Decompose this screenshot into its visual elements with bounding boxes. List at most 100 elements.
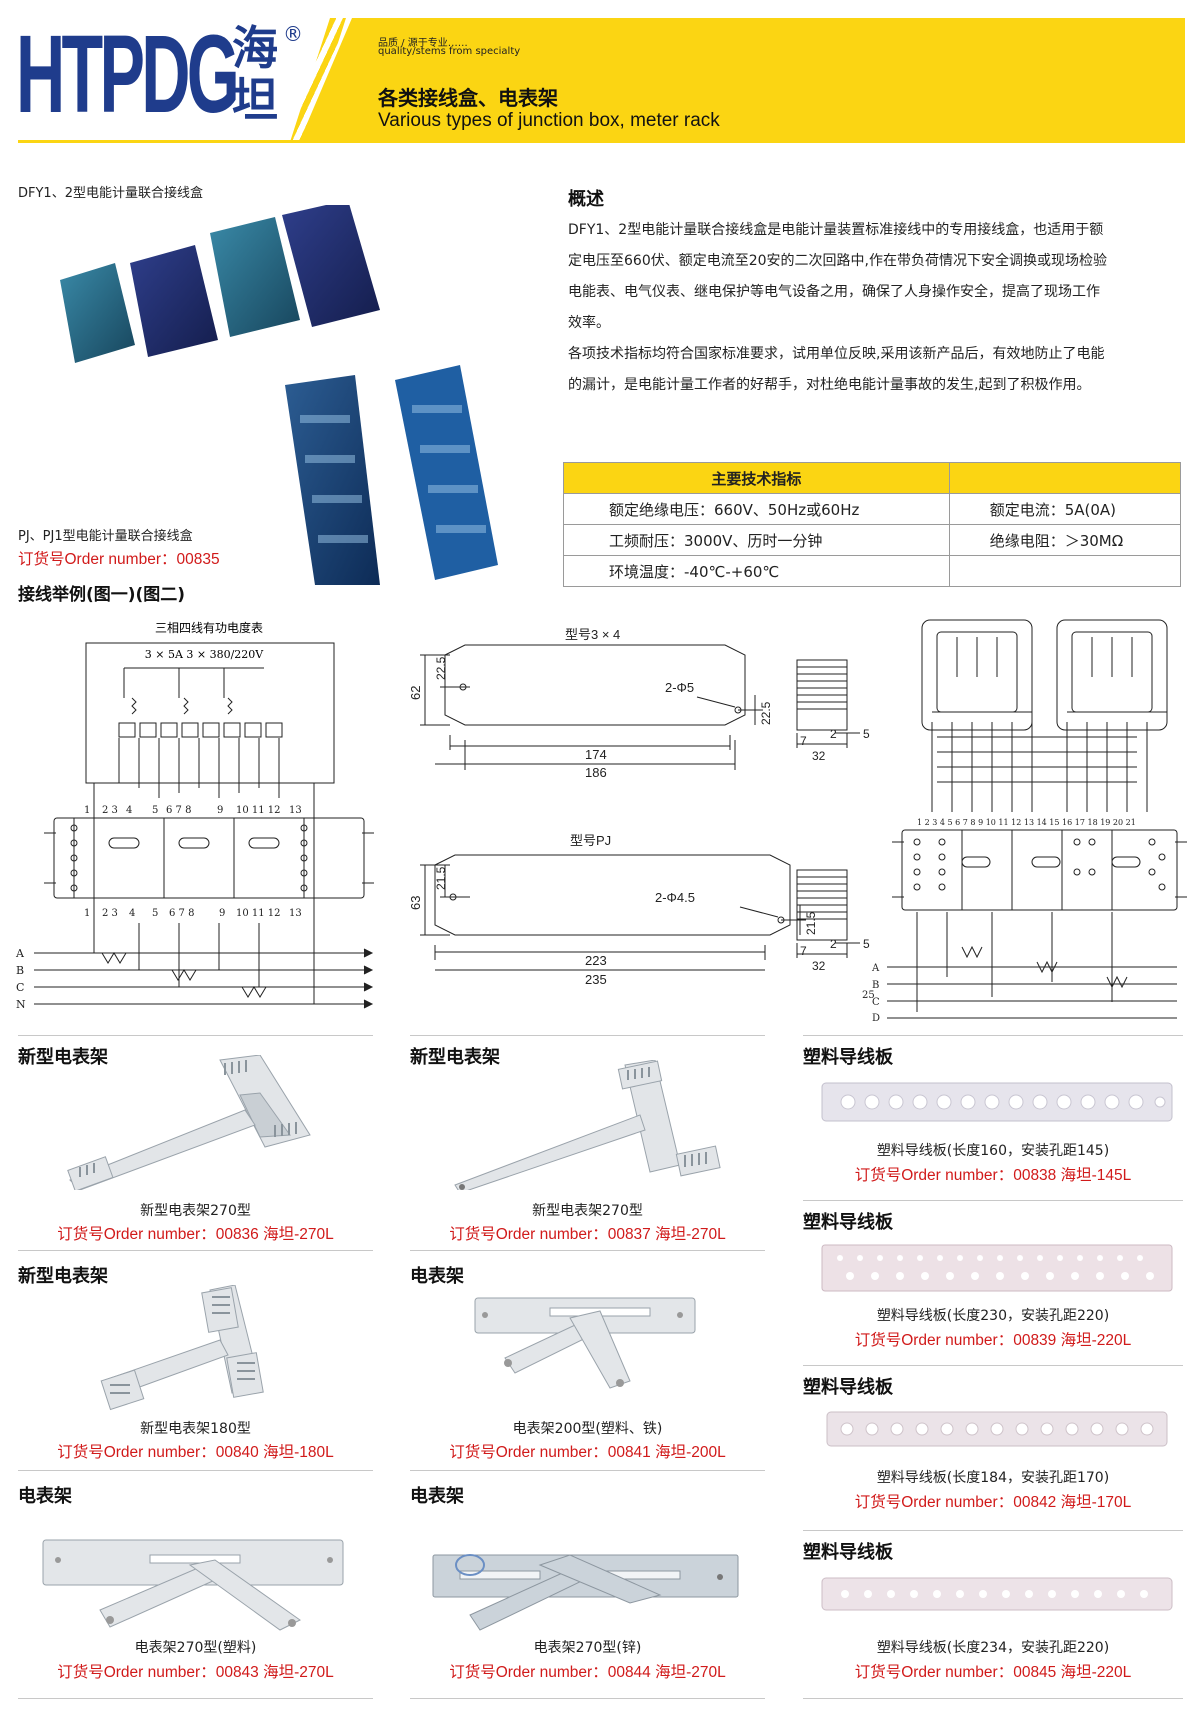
line-label-n: N: [16, 998, 26, 1011]
overview-line: DFY1、2型电能计量联合接线盒是电能计量装置标准接线中的专用接线盒，也适用于额: [568, 222, 1104, 238]
model2-height: 63: [408, 896, 423, 910]
line-label-a: A: [15, 947, 25, 960]
model1-width-2: 186: [585, 765, 607, 780]
side1-dim-2: 2: [830, 727, 837, 741]
wiring-diagram-1: 三相四线有功电度表 3 × 5A 3 × 380/220V 1 2 3 4 5 6 7…: [15, 620, 374, 1011]
svg-text:9: 9: [217, 805, 223, 816]
separator: [410, 1250, 765, 1251]
overview-line: 定电压至660伏、额定电流至20安的二次回路中,作在带负荷情况下安全调换或现场检…: [568, 253, 1107, 269]
model1-hole: 2-Φ5: [665, 680, 694, 695]
side2-dim-2: 2: [830, 937, 837, 951]
separator: [18, 1698, 373, 1699]
product-order: 订货号Order number：00840 海坦-180L: [57, 1444, 334, 1461]
side1-dim-7: 7: [800, 734, 807, 748]
product-order: 订货号Order number：00841 海坦-200L: [449, 1444, 726, 1461]
logo-char-1: 海: [232, 21, 278, 75]
product-caption: 新型电表架180型: [140, 1421, 251, 1437]
model1-height-3: 22.5: [759, 701, 773, 725]
product-title: 塑料导线板: [803, 1212, 893, 1233]
spec-insulation-voltage: 额定绝缘电压：660V、50Hz或60Hz: [563, 493, 950, 525]
side2-dim-7: 7: [800, 944, 807, 958]
model2-height-3: 21.5: [804, 911, 818, 935]
spec-table-header-blank: [948, 462, 1182, 494]
overview-text: DFY1、2型电能计量联合接线盒是电能计量装置标准接线中的专用接线盒，也适用于额…: [568, 215, 1188, 401]
model1-height: 62: [408, 686, 423, 700]
product-caption: 新型电表架270型: [140, 1203, 251, 1219]
wiring-board-220-b-image: [821, 1577, 1173, 1611]
diagram2-line-a: A: [871, 963, 880, 974]
diagram2-extra-label: 25: [862, 990, 875, 1001]
meter-rack-180-image: [100, 1285, 264, 1411]
overview-line: 的漏计，是电能计量工作者的好帮手，对杜绝电能计量事故的发生,起到了积极作用。: [568, 377, 1091, 393]
product-order: 订货号Order number：00842 海坦-170L: [854, 1494, 1132, 1511]
spec-insulation-resistance: 绝缘电阻：＞30MΩ: [948, 524, 1182, 556]
product-title: 新型电表架: [18, 1047, 108, 1068]
product-caption: 电表架270型(塑料): [134, 1640, 257, 1656]
model2-width-1: 223: [585, 953, 607, 968]
separator: [18, 1470, 373, 1471]
diagram2-line-b: B: [872, 980, 879, 991]
product-order: 订货号Order number：00839 海坦-220L: [854, 1332, 1132, 1349]
svg-text:6 7 8: 6 7 8: [169, 908, 194, 919]
product-caption: 新型电表架270型: [532, 1203, 643, 1219]
junction-box-label-pj: PJ、PJ1型电能计量联合接线盒: [18, 529, 193, 544]
product-order: 订货号Order number：00843 海坦-270L: [57, 1664, 334, 1681]
svg-text:6 7 8: 6 7 8: [166, 805, 191, 816]
side1-dim-5: 5: [863, 727, 870, 741]
meter-rack-270-plastic-image: [42, 1539, 344, 1631]
spec-table-header: 主要技术指标: [563, 462, 950, 494]
line-label-c: C: [16, 981, 24, 994]
product-caption: 电表架200型(塑料、铁): [512, 1421, 663, 1437]
product-caption: 电表架270型(锌): [533, 1640, 642, 1656]
wiring-diagram-2: 1 2 3 4 5 6 7 8 9 10 11 12 13 14 15 16 1…: [862, 619, 1187, 1022]
separator: [803, 1035, 1183, 1036]
model2-height-2: 21.5: [434, 866, 448, 890]
wiring-board-145-image: [821, 1082, 1173, 1122]
product-order: 订货号Order number：00838 海坦-145L: [854, 1167, 1132, 1184]
svg-text:10 11 12: 10 11 12: [236, 805, 281, 816]
svg-text:2 3: 2 3: [102, 908, 118, 919]
product-title: 塑料导线板: [803, 1377, 893, 1398]
product-order: 订货号Order number：00845 海坦-220L: [854, 1664, 1132, 1681]
spec-temperature: 环境温度：-40℃-+60℃: [563, 555, 950, 587]
product-caption: 塑料导线板(长度230，安装孔距220): [876, 1308, 1110, 1324]
junction-box-photo: [60, 205, 498, 585]
svg-text:4: 4: [126, 805, 132, 816]
model2-title: 型号PJ: [570, 833, 611, 848]
diagram2-line-c: C: [872, 997, 880, 1008]
diagram1-rating: 3 × 5A 3 × 380/220V: [145, 648, 265, 661]
slogan-chinese: 品质 / 源于专业……: [378, 38, 468, 49]
product-title: 电表架: [410, 1486, 464, 1507]
header-underline: [18, 140, 1185, 143]
product-title: 塑料导线板: [803, 1542, 893, 1563]
overview-title: 概述: [568, 189, 604, 210]
product-order: 订货号Order number：00844 海坦-270L: [449, 1664, 726, 1681]
wiring-example-title: 接线举例(图一)(图二): [18, 585, 186, 605]
slogan-english: quality/stems from specialty: [378, 46, 521, 57]
separator: [18, 1250, 373, 1251]
product-title: 电表架: [410, 1266, 464, 1287]
separator: [410, 1470, 765, 1471]
product-title: 新型电表架: [410, 1047, 500, 1068]
spec-rated-current: 额定电流：5A(0A): [948, 493, 1182, 525]
svg-text:1: 1: [84, 908, 90, 919]
svg-text:9: 9: [219, 908, 225, 919]
svg-text:5: 5: [152, 908, 158, 919]
logo-char-2: 坦: [232, 73, 278, 127]
separator: [803, 1698, 1183, 1699]
svg-text:13: 13: [289, 805, 302, 816]
model1-title: 型号3 × 4: [565, 627, 620, 642]
model1-height-2: 22.5: [434, 656, 448, 680]
side2-dim-32: 32: [812, 959, 826, 973]
wiring-board-220-image: [821, 1244, 1173, 1292]
diagram1-title: 三相四线有功电度表: [155, 620, 263, 635]
spec-blank-cell: [948, 555, 1182, 587]
svg-text:5: 5: [152, 805, 158, 816]
meter-rack-270-image-2: [454, 1060, 721, 1190]
product-title: 新型电表架: [18, 1266, 108, 1287]
overview-line: 各项技术指标均符合国家标准要求，试用单位反映,采用该新产品后，有效地防止了电能: [568, 346, 1105, 362]
separator: [803, 1200, 1183, 1201]
overview-line: 电能表、电气仪表、继电保护等电气设备之用，确保了人身操作安全，提高了现场工作: [568, 284, 1100, 300]
model2-hole: 2-Φ4.5: [655, 890, 695, 905]
